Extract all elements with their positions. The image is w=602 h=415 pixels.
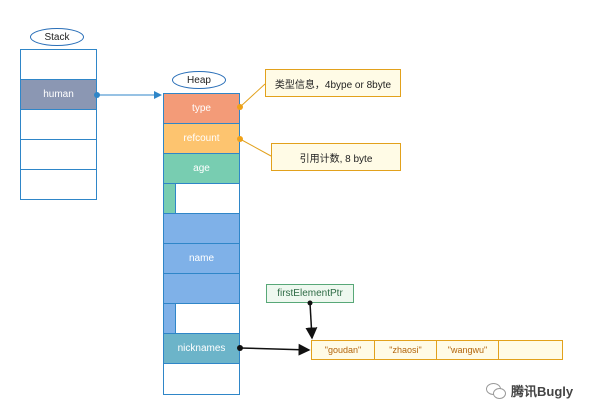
heap-name-cell: name bbox=[163, 213, 240, 304]
type-label: type bbox=[192, 103, 211, 114]
stack-title: Stack bbox=[30, 28, 84, 46]
heap-empty-cell bbox=[163, 363, 240, 395]
type-note-connector bbox=[239, 83, 266, 108]
type-info-note: 类型信息，4bype or 8byte bbox=[265, 69, 401, 97]
nickname-empty-slot bbox=[498, 340, 563, 360]
watermark-text: 腾讯Bugly bbox=[511, 383, 574, 399]
name-divider bbox=[163, 273, 240, 274]
refcount-note-connector bbox=[239, 138, 272, 157]
name-divider bbox=[163, 243, 240, 244]
stack-slot bbox=[20, 49, 97, 80]
nicknames-label: nicknames bbox=[177, 343, 226, 354]
wechat-icon bbox=[486, 382, 506, 399]
refcount-note: 引用计数, 8 byte bbox=[271, 143, 401, 171]
first-element-ptr-arrow bbox=[305, 302, 318, 340]
heap-refcount-cell: refcount bbox=[163, 123, 240, 154]
heap-title: Heap bbox=[172, 71, 226, 89]
age-padding-marker bbox=[164, 184, 176, 213]
nicknames-array: "goudan" "zhaosi" "wangwu" bbox=[311, 340, 563, 360]
stack-slot bbox=[20, 169, 97, 200]
heap-age-padding-cell bbox=[163, 183, 240, 214]
watermark: 腾讯Bugly bbox=[486, 379, 596, 401]
nicknames-to-array-arrow bbox=[239, 343, 311, 356]
human-label: human bbox=[43, 89, 74, 100]
refcount-label: refcount bbox=[183, 133, 220, 144]
name-label: name bbox=[188, 253, 214, 264]
heap-age-cell: age bbox=[163, 153, 240, 184]
heap-name-padding-cell bbox=[163, 303, 240, 334]
stack-column: human bbox=[20, 49, 97, 200]
name-padding-marker bbox=[164, 304, 176, 333]
nickname-item: "wangwu" bbox=[436, 340, 499, 360]
heap-column: type refcount age name nicknames bbox=[163, 93, 240, 395]
age-label: age bbox=[193, 163, 210, 174]
